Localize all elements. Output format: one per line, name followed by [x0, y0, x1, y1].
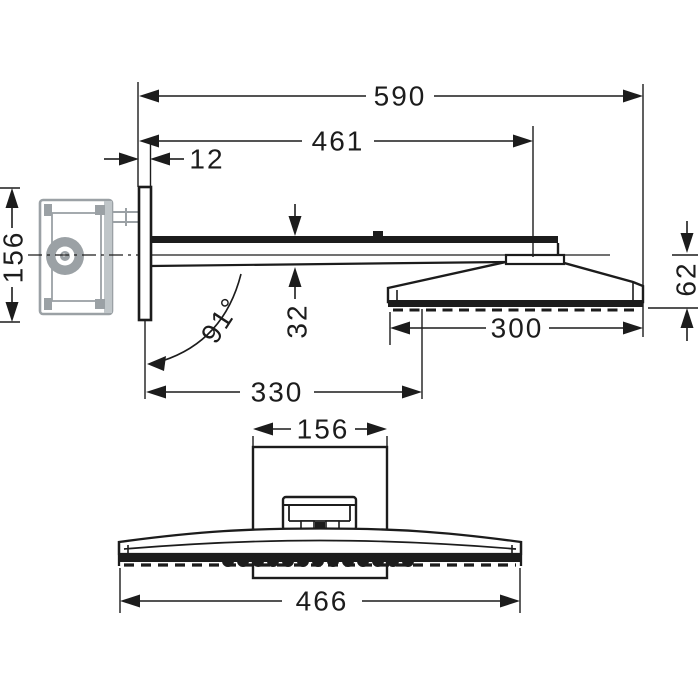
dim-62-label: 62 — [671, 261, 700, 296]
dim-head-width: 466 — [120, 586, 520, 617]
head-rim-line-front — [123, 539, 517, 550]
dim-wall-to-spray: 330 — [146, 377, 422, 408]
arrowhead — [623, 321, 643, 335]
shower-arm-side — [150, 231, 560, 268]
dim-300-label: 300 — [491, 313, 544, 344]
ibox-supply-pipe — [112, 208, 139, 226]
arm-connector-front — [281, 495, 358, 532]
dim-590-label: 590 — [374, 81, 427, 112]
arrowhead — [119, 152, 139, 166]
arrowhead — [680, 308, 694, 328]
extension-lines-front — [119, 436, 521, 613]
dim-plate-height: 156 — [0, 188, 29, 322]
dim-wall-to-arm-end: 461 — [139, 126, 533, 157]
dim-plate-width: 156 — [253, 414, 387, 445]
arrowhead — [139, 89, 159, 103]
arrowhead — [513, 134, 533, 148]
side-view: 590 461 12 156 — [0, 81, 700, 408]
arrowhead — [500, 594, 520, 608]
dim-330-label: 330 — [251, 377, 304, 408]
arrowhead — [390, 321, 410, 335]
head-body-side — [386, 260, 645, 304]
arm-air-inlet-notch — [373, 231, 383, 236]
front-view: 156 466 — [117, 414, 523, 617]
spray-face-band-side — [388, 300, 643, 307]
arrowhead — [253, 422, 273, 436]
dim-plate-thickness: 12 — [104, 144, 224, 175]
arm-top-band — [151, 236, 558, 243]
dim-32-label: 32 — [282, 303, 313, 338]
dim-466-label: 466 — [296, 586, 349, 617]
nozzle-bumps — [222, 555, 414, 567]
arrowhead — [288, 216, 302, 236]
wall-plate-side — [137, 185, 153, 322]
arrowhead — [150, 152, 170, 166]
dim-spray-face-depth: 300 — [390, 313, 643, 344]
arrowhead — [402, 385, 422, 399]
shower-head-front — [117, 527, 523, 567]
arrowhead — [680, 233, 694, 253]
dim-91deg-label: 91° — [195, 291, 247, 348]
dim-arm-height: 32 — [282, 204, 313, 339]
dim-head-height: 62 — [671, 221, 700, 341]
arrowhead — [139, 134, 159, 148]
extension-lines-side — [0, 82, 698, 399]
arrowhead — [146, 385, 166, 399]
arrowhead — [147, 356, 166, 371]
dim-12-label: 12 — [189, 144, 224, 175]
arrowhead — [623, 89, 643, 103]
ibox-front-flange — [104, 201, 112, 313]
dim-total-projection: 590 — [139, 81, 643, 112]
arrowhead — [5, 302, 19, 322]
arrowhead — [5, 188, 19, 208]
dim-arm-angle: 91° — [147, 273, 247, 371]
concealed-ibox — [38, 198, 139, 316]
dim-156-side-label: 156 — [0, 231, 29, 284]
arrowhead — [367, 422, 387, 436]
connector-notch — [315, 522, 325, 529]
ibox-corner-tabs — [44, 204, 105, 310]
shower-head-side — [386, 253, 645, 312]
arrowhead — [120, 594, 140, 608]
dim-156-front-label: 156 — [297, 414, 350, 445]
dim-461-label: 461 — [312, 126, 365, 157]
arrowhead — [288, 267, 302, 287]
arm-foot — [504, 253, 566, 266]
arm-bottom-edge — [150, 260, 507, 268]
